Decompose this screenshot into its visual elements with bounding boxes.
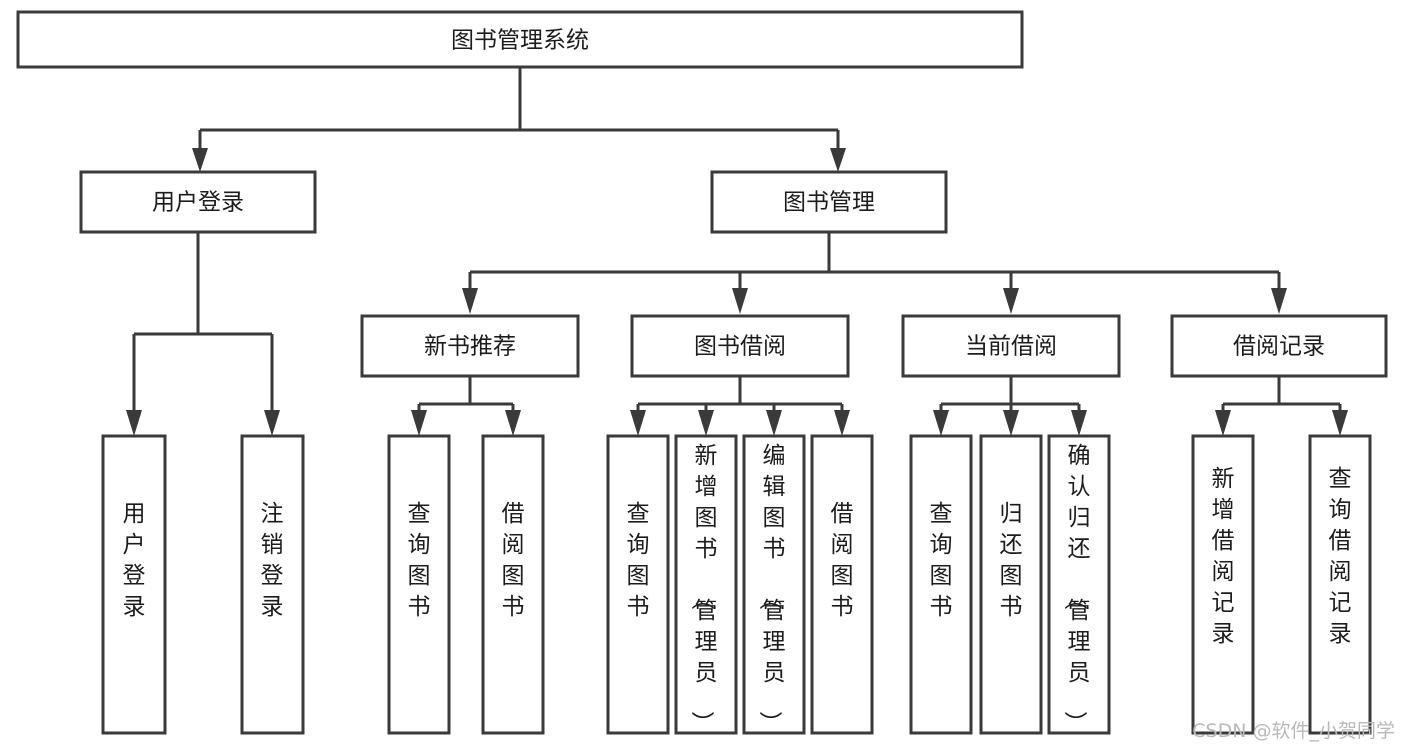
arrow-head-icon	[732, 288, 748, 314]
node-leaf-query-record-box[interactable]	[1308, 434, 1372, 735]
node-leaf-borrow-book-1-box[interactable]	[481, 434, 545, 735]
node-leaf-confirm-return-box[interactable]	[1047, 434, 1111, 735]
node-leaf-confirm-return[interactable]: 确认归还（管理员）	[1047, 434, 1111, 735]
arrow-head-icon	[630, 410, 646, 436]
node-current-borrow-label: 当前借阅	[965, 334, 1057, 360]
arrow-head-icon	[1071, 410, 1087, 436]
arrow-head-icon	[411, 410, 427, 436]
connector-current-borrow-to-leaves	[933, 376, 1087, 436]
node-leaf-edit-book-label: 编辑图书（管理员）	[757, 443, 786, 734]
node-root[interactable]: 图书管理系统	[16, 10, 1024, 69]
node-new-book-recommend-label: 新书推荐	[424, 334, 516, 360]
connector-book-manage-to-level3	[462, 232, 1287, 314]
node-current-borrow[interactable]: 当前借阅	[901, 314, 1121, 378]
node-book-manage-label: 图书管理	[783, 190, 875, 216]
connector-borrow-record-to-leaves	[1215, 376, 1348, 436]
node-leaf-add-record-label: 新增借阅记录	[1212, 466, 1235, 647]
node-leaf-borrow-book-2-label: 借阅图书	[831, 501, 854, 620]
arrow-head-icon	[126, 410, 142, 436]
node-root-box[interactable]	[16, 10, 1024, 69]
node-leaf-borrow-book-2-box[interactable]	[810, 434, 874, 735]
node-leaf-edit-book[interactable]: 编辑图书（管理员）	[742, 434, 806, 735]
node-leaf-add-book-box[interactable]	[674, 434, 738, 735]
node-leaf-query-book-3[interactable]: 查询图书	[909, 434, 973, 735]
node-new-book-recommend-box[interactable]	[360, 314, 580, 378]
node-user-login-label: 用户登录	[152, 190, 244, 216]
arrow-head-icon	[1003, 288, 1019, 314]
node-leaf-query-book-1[interactable]: 查询图书	[387, 434, 451, 735]
node-user-login[interactable]: 用户登录	[79, 170, 317, 234]
arrow-head-icon	[1003, 410, 1019, 436]
node-book-borrow[interactable]: 图书借阅	[630, 314, 850, 378]
node-borrow-record-label: 借阅记录	[1233, 334, 1325, 360]
node-leaf-logout-login-label: 注销登录	[261, 501, 284, 620]
node-leaf-return-book-label: 归还图书	[1000, 501, 1023, 620]
node-leaf-query-book-3-label: 查询图书	[930, 501, 953, 620]
node-book-manage-box[interactable]	[710, 170, 948, 234]
node-leaf-query-book-2-label: 查询图书	[627, 501, 650, 620]
node-leaf-query-record-label: 查询借阅记录	[1329, 466, 1352, 647]
csdn-watermark: CSDN @软件_小贺同学	[1192, 720, 1395, 742]
connector-book-borrow-to-leaves	[630, 376, 850, 436]
node-leaf-user-login-label: 用户登录	[123, 501, 146, 620]
node-book-borrow-label: 图书借阅	[694, 334, 786, 360]
node-leaf-borrow-book-2[interactable]: 借阅图书	[810, 434, 874, 735]
node-leaf-edit-book-box[interactable]	[742, 434, 806, 735]
node-leaf-add-book[interactable]: 新增图书（管理员）	[674, 434, 738, 735]
node-leaf-confirm-return-label: 确认归还（管理员）	[1062, 443, 1091, 734]
node-leaf-user-login[interactable]: 用户登录	[101, 434, 167, 735]
node-user-login-box[interactable]	[79, 170, 317, 234]
node-borrow-record[interactable]: 借阅记录	[1170, 314, 1388, 378]
connector-root-to-level2	[192, 67, 846, 172]
node-leaf-add-record[interactable]: 新增借阅记录	[1191, 434, 1255, 735]
node-new-book-recommend[interactable]: 新书推荐	[360, 314, 580, 378]
node-leaf-query-book-2[interactable]: 查询图书	[606, 434, 670, 735]
node-leaf-borrow-book-1[interactable]: 借阅图书	[481, 434, 545, 735]
arrow-head-icon	[698, 410, 714, 436]
node-book-borrow-box[interactable]	[630, 314, 850, 378]
arrow-head-icon	[766, 410, 782, 436]
node-leaf-return-book-box[interactable]	[979, 434, 1043, 735]
node-root-label: 图书管理系统	[451, 28, 589, 54]
node-leaf-query-book-2-box[interactable]	[606, 434, 670, 735]
node-leaf-logout-login-box[interactable]	[240, 434, 305, 735]
node-leaf-borrow-book-1-label: 借阅图书	[502, 501, 525, 620]
node-book-manage[interactable]: 图书管理	[710, 170, 948, 234]
node-leaf-user-login-box[interactable]	[101, 434, 167, 735]
connector-new-book-recommend-to-leaves	[411, 376, 521, 436]
node-borrow-record-box[interactable]	[1170, 314, 1388, 378]
node-leaf-add-book-label: 新增图书（管理员）	[689, 443, 718, 734]
node-leaf-query-book-3-box[interactable]	[909, 434, 973, 735]
node-leaf-query-book-1-label: 查询图书	[408, 501, 431, 620]
node-leaf-add-record-box[interactable]	[1191, 434, 1255, 735]
arrow-head-icon	[192, 148, 208, 172]
arrow-head-icon	[1332, 410, 1348, 436]
arrow-head-icon	[1215, 410, 1231, 436]
node-leaf-return-book[interactable]: 归还图书	[979, 434, 1043, 735]
arrow-head-icon	[1271, 288, 1287, 314]
arrow-head-icon	[505, 410, 521, 436]
node-current-borrow-box[interactable]	[901, 314, 1121, 378]
arrow-head-icon	[933, 410, 949, 436]
node-leaf-query-book-1-box[interactable]	[387, 434, 451, 735]
connector-user-login-to-leaves	[126, 232, 280, 436]
arrow-head-icon	[830, 148, 846, 172]
arrow-head-icon	[462, 288, 478, 314]
node-leaf-query-record[interactable]: 查询借阅记录	[1308, 434, 1372, 735]
arrow-head-icon	[834, 410, 850, 436]
arrow-head-icon	[264, 410, 280, 436]
node-leaf-logout-login[interactable]: 注销登录	[240, 434, 305, 735]
